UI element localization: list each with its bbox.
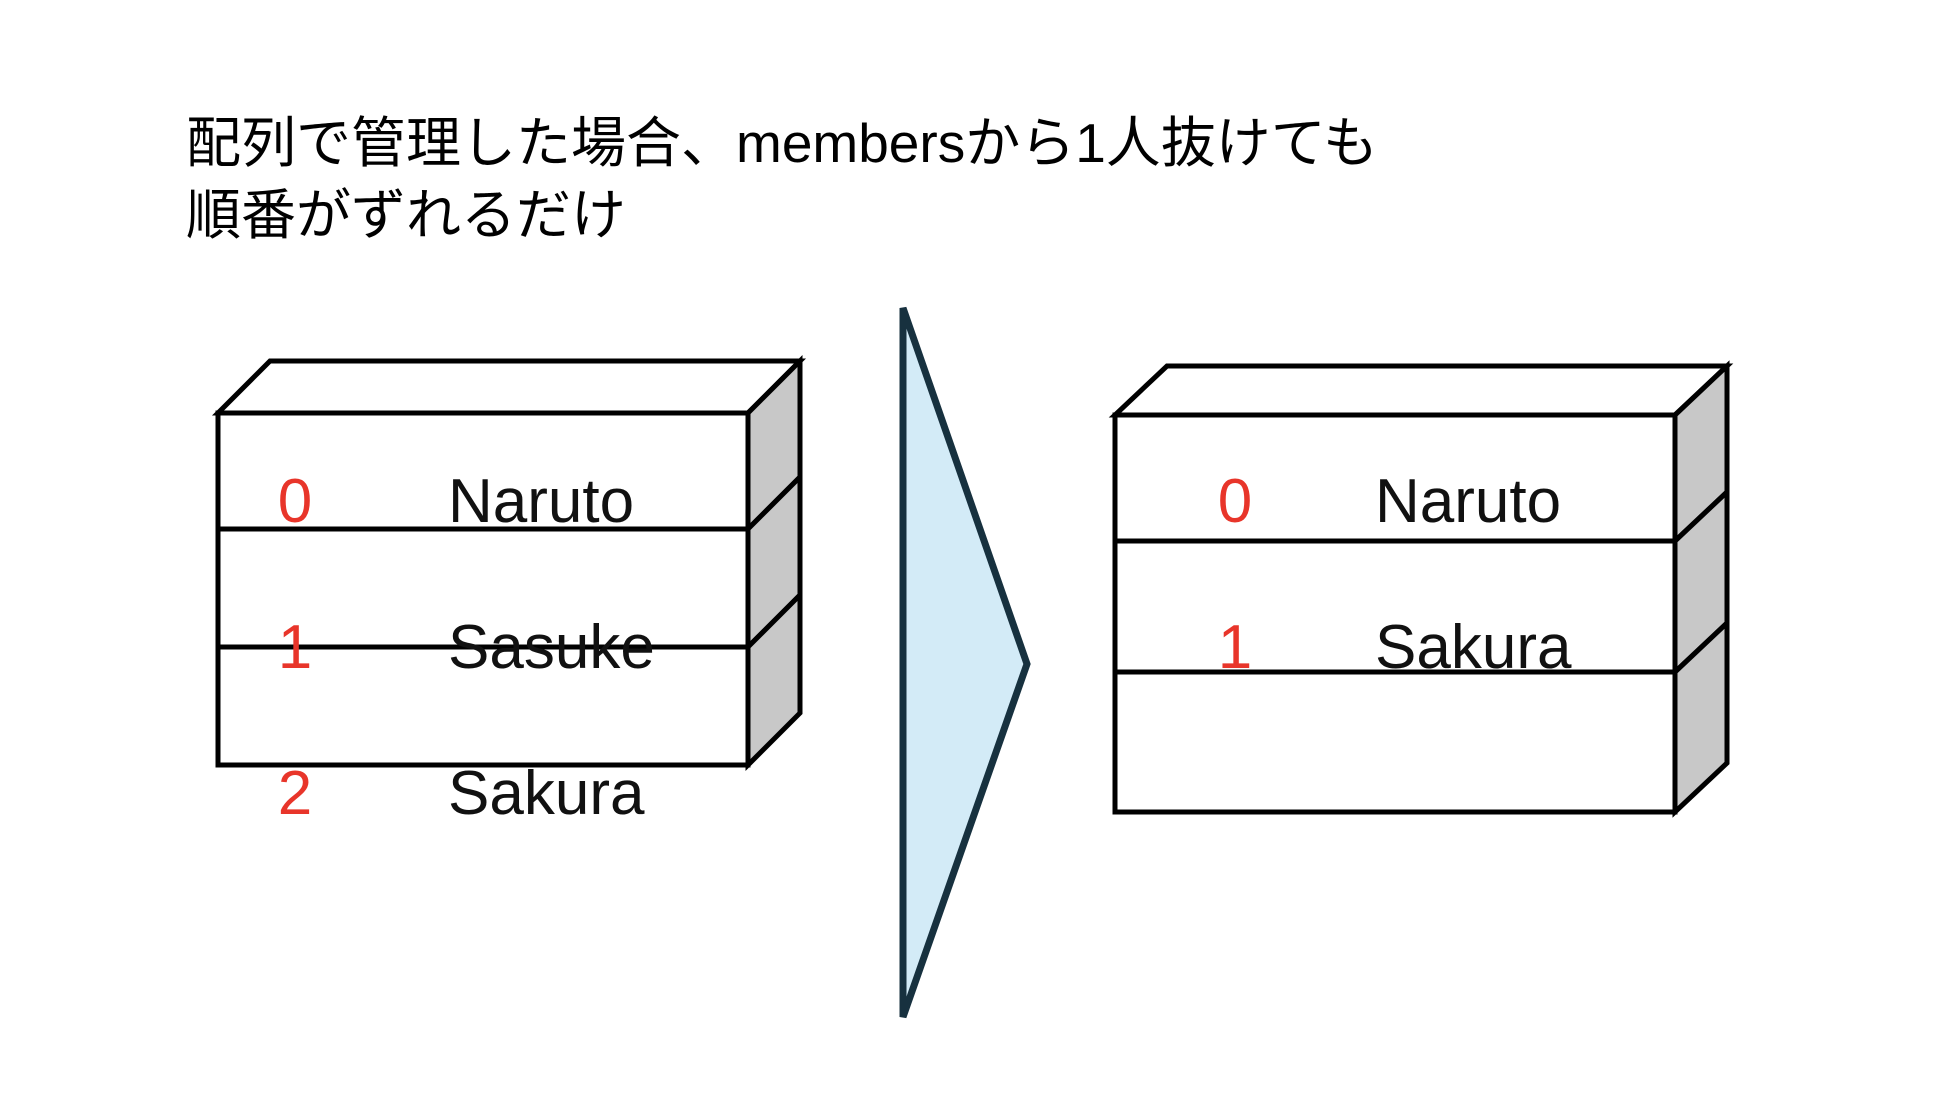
- before-row-1-index: 1: [277, 613, 313, 682]
- before-box-top-face: [211, 358, 807, 416]
- after-row-0-index: 0: [1217, 467, 1253, 536]
- slide-title-line-2: 順番がずれるだけ: [186, 183, 627, 246]
- slide-title-line-1: 配列で管理した場合、membersから1人抜けても: [186, 112, 1379, 174]
- before-row-2-value: Sakura: [448, 759, 645, 828]
- arrow-triangle: [899, 306, 1031, 1019]
- slide-title: 配列で管理した場合、membersから1人抜けても 順番がずれるだけ: [186, 108, 1586, 251]
- after-box-shape: [1108, 360, 1734, 818]
- transition-arrow-shape: [899, 306, 1031, 1019]
- after-row-1-index: 1: [1217, 613, 1253, 682]
- after-row-1-value: Sakura: [1375, 613, 1572, 682]
- before-row-0-index: 0: [277, 467, 313, 536]
- before-row-0-value: Naruto: [448, 467, 635, 536]
- after-box-front-face: [1112, 412, 1678, 815]
- before-row-2-index: 2: [277, 759, 313, 828]
- before-box-front-face: [215, 410, 751, 768]
- before-row-1-value: Sasuke: [448, 613, 655, 682]
- after-row-0-value: Naruto: [1375, 467, 1562, 536]
- after-box-top-face: [1108, 363, 1734, 418]
- before-box-shape: [211, 354, 807, 772]
